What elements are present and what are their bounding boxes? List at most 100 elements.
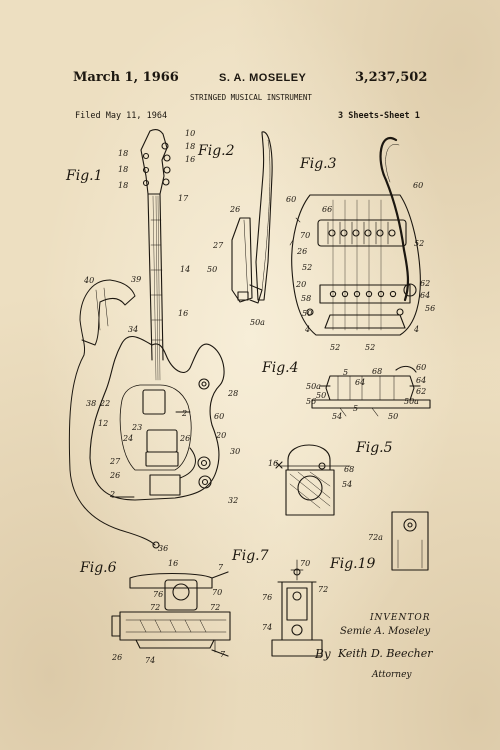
svg-text:50: 50 — [207, 265, 217, 274]
fig3-caption: Fig.3 — [299, 156, 337, 172]
svg-text:50a: 50a — [250, 318, 265, 327]
svg-text:26: 26 — [111, 653, 122, 662]
svg-text:60: 60 — [413, 181, 423, 190]
svg-text:32: 32 — [228, 496, 238, 505]
svg-text:23: 23 — [131, 423, 142, 432]
svg-text:50a: 50a — [306, 382, 321, 391]
svg-text:18: 18 — [118, 165, 128, 174]
svg-text:24: 24 — [122, 434, 133, 443]
svg-text:74: 74 — [262, 623, 272, 632]
fig6-labels: 16 7 76 70 72 72 26 74 7 — [111, 559, 226, 665]
svg-text:72: 72 — [150, 603, 160, 612]
svg-text:76: 76 — [153, 590, 163, 599]
svg-text:7: 7 — [218, 563, 224, 572]
figure-captions: Fig.1 Fig.2 Fig.3 Fig.4 Fig.5 Fig.6 Fig.… — [65, 143, 393, 576]
svg-text:4: 4 — [413, 325, 419, 334]
attorney-signature: Keith D. Beecher — [338, 647, 433, 660]
svg-text:18: 18 — [118, 181, 128, 190]
svg-text:74: 74 — [145, 656, 155, 665]
fig4-labels: 5 68 60 64 64 50a 62 56 50 50a 5 54 50 — [306, 363, 426, 421]
svg-text:5: 5 — [343, 368, 348, 377]
svg-text:16: 16 — [168, 559, 178, 568]
svg-text:4: 4 — [304, 325, 310, 334]
svg-text:20: 20 — [295, 280, 306, 289]
svg-text:52: 52 — [365, 343, 375, 352]
fig7-labels: 70 76 72 74 — [262, 559, 328, 632]
roller-assembly-view — [111, 571, 231, 657]
svg-text:27: 27 — [212, 241, 224, 250]
svg-text:18: 18 — [118, 149, 128, 158]
pivot-post-view — [271, 559, 323, 657]
svg-text:26: 26 — [109, 471, 120, 480]
svg-text:16: 16 — [178, 309, 188, 318]
fig1-caption: Fig.1 — [65, 168, 103, 184]
svg-text:72: 72 — [210, 603, 220, 612]
fig19-caption: Fig.19 — [329, 556, 376, 572]
inventor-signature: Semie A. Moseley — [340, 626, 431, 637]
fig2-caption: Fig.2 — [197, 143, 235, 159]
svg-text:52: 52 — [330, 343, 340, 352]
attorney-label: Attorney — [372, 670, 412, 680]
bridge-plan-view — [289, 136, 421, 336]
sheet-count: 3 Sheets-Sheet 1 — [338, 111, 420, 121]
svg-text:39: 39 — [131, 275, 141, 284]
pivot-part-view — [391, 511, 429, 571]
svg-text:52: 52 — [414, 239, 424, 248]
svg-text:18: 18 — [185, 142, 195, 151]
bridge-side-view — [311, 365, 431, 417]
patent-date: March 1, 1966 — [73, 70, 179, 85]
svg-text:56: 56 — [425, 304, 435, 313]
svg-text:50: 50 — [388, 412, 398, 421]
svg-text:16: 16 — [185, 155, 195, 164]
svg-text:20: 20 — [215, 431, 226, 440]
svg-text:54: 54 — [342, 480, 352, 489]
svg-text:17: 17 — [178, 194, 189, 203]
svg-text:70: 70 — [300, 559, 310, 568]
bridge-section-view — [275, 444, 351, 516]
fig7-caption: Fig.7 — [231, 548, 269, 564]
by-label: By — [315, 647, 331, 661]
svg-text:2: 2 — [181, 409, 187, 418]
inventor-label: INVENTOR — [370, 613, 431, 623]
svg-text:64: 64 — [420, 291, 430, 300]
inventor-name-header: S. A. MOSELEY — [219, 72, 307, 84]
svg-text:38: 38 — [86, 399, 96, 408]
svg-text:68: 68 — [372, 367, 382, 376]
svg-text:34: 34 — [128, 325, 138, 334]
patent-title: STRINGED MUSICAL INSTRUMENT — [190, 93, 312, 102]
svg-text:27: 27 — [109, 457, 121, 466]
filed-date: Filed May 11, 1964 — [75, 111, 168, 121]
svg-text:64: 64 — [416, 376, 426, 385]
svg-text:22: 22 — [99, 399, 110, 408]
svg-text:50a: 50a — [404, 397, 419, 406]
svg-text:70: 70 — [212, 588, 222, 597]
svg-text:56: 56 — [306, 397, 316, 406]
svg-text:5: 5 — [353, 404, 358, 413]
svg-text:60: 60 — [214, 412, 224, 421]
svg-text:26: 26 — [229, 205, 240, 214]
fig5-caption: Fig.5 — [355, 440, 393, 456]
svg-text:26: 26 — [179, 434, 190, 443]
svg-text:14: 14 — [180, 265, 190, 274]
svg-text:28: 28 — [227, 389, 238, 398]
patent-number: 3,237,502 — [355, 70, 428, 85]
svg-text:72: 72 — [318, 585, 328, 594]
guitar-figure — [68, 128, 225, 549]
svg-text:36: 36 — [158, 544, 168, 553]
svg-text:52: 52 — [302, 263, 312, 272]
svg-text:72a: 72a — [368, 533, 383, 542]
svg-text:16: 16 — [268, 459, 278, 468]
svg-text:26: 26 — [296, 247, 307, 256]
svg-text:30: 30 — [230, 447, 240, 456]
fig6-caption: Fig.6 — [79, 560, 117, 576]
fig5-labels: 16 68 54 — [268, 459, 354, 489]
svg-text:60: 60 — [286, 195, 296, 204]
svg-text:70: 70 — [300, 231, 310, 240]
svg-text:76: 76 — [262, 593, 272, 602]
svg-text:64: 64 — [355, 378, 365, 387]
fig2-labels: 26 60 27 50 50a — [207, 195, 296, 327]
fig4-caption: Fig.4 — [261, 360, 299, 376]
svg-text:50: 50 — [302, 309, 312, 318]
